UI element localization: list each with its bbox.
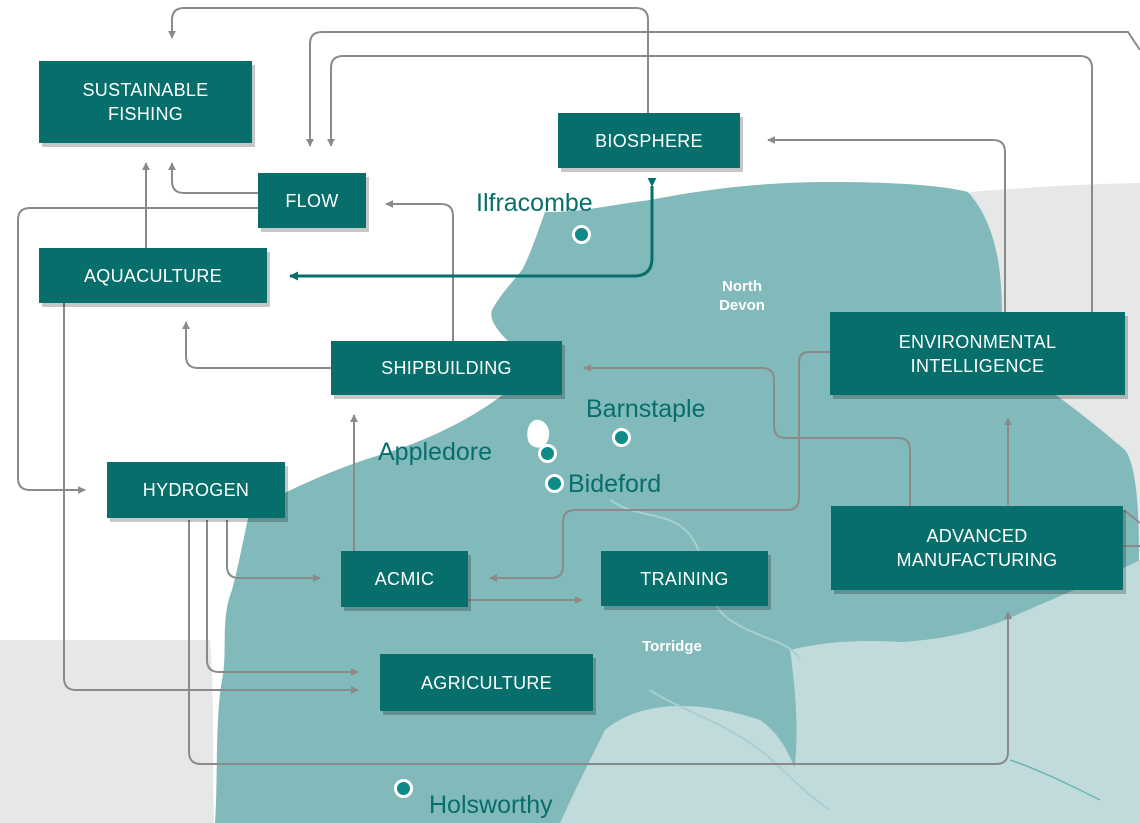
connector-flow-to-hydrogen xyxy=(17,207,258,494)
connector-flow-to-fishing xyxy=(168,162,258,194)
connector-aquaculture-to-agriculture xyxy=(63,303,359,694)
connector-shipbuilding-to-flow xyxy=(385,200,454,341)
town-label-holsworthy: Holsworthy xyxy=(429,791,553,819)
node-sustainable-fishing[interactable]: SUSTAINABLE FISHING xyxy=(39,61,252,143)
node-aquaculture[interactable]: AQUACULTURE xyxy=(39,248,267,303)
town-marker-ilfracombe xyxy=(572,225,591,244)
river-line xyxy=(649,689,831,811)
connector-advmfg-to-shipbuilding xyxy=(583,364,911,507)
connector-shipbuilding-to-aquaculture xyxy=(182,321,331,369)
node-training[interactable]: TRAINING xyxy=(601,551,768,606)
town-label-ilfracombe: Ilfracombe xyxy=(476,189,593,217)
connector-advmfg-to-flow xyxy=(331,55,1140,547)
node-agriculture[interactable]: AGRICULTURE xyxy=(380,654,593,711)
town-label-appledore: Appledore xyxy=(378,438,492,466)
town-label-barnstaple: Barnstaple xyxy=(586,395,706,423)
connector-aquaculture-biosphere-highlight xyxy=(289,177,657,281)
connector-envint-to-biosphere xyxy=(767,136,1006,312)
connector-envint-to-flow-outer xyxy=(306,31,1140,147)
region-label-torridge: Torridge xyxy=(642,638,702,655)
region-label-north-devon: North Devon xyxy=(719,278,765,314)
town-marker-appledore xyxy=(538,444,557,463)
town-marker-barnstaple xyxy=(612,428,631,447)
connector-hydrogen-to-advmfg xyxy=(188,520,1012,765)
connector-envint-to-acmic xyxy=(489,351,830,582)
node-advanced-manufacturing[interactable]: ADVANCED MANUFACTURING xyxy=(831,506,1123,590)
town-label-bideford: Bideford xyxy=(568,470,662,498)
river-line xyxy=(1009,759,1101,801)
node-shipbuilding[interactable]: SHIPBUILDING xyxy=(331,341,562,395)
lowland-area xyxy=(780,560,1140,823)
node-flow[interactable]: FLOW xyxy=(258,173,366,228)
estuary xyxy=(527,419,550,448)
town-marker-holsworthy xyxy=(394,779,413,798)
connector-hydrogen-to-agriculture xyxy=(206,520,359,676)
node-biosphere[interactable]: BIOSPHERE xyxy=(558,113,740,168)
node-hydrogen[interactable]: HYDROGEN xyxy=(107,462,285,518)
neighbouring-land-southwest xyxy=(0,640,214,823)
connector-hydrogen-to-acmic xyxy=(226,520,321,582)
node-acmic[interactable]: ACMIC xyxy=(341,551,468,607)
town-marker-bideford xyxy=(545,474,564,493)
node-environmental-intelligence[interactable]: ENVIRONMENTAL INTELLIGENCE xyxy=(830,312,1125,395)
connectors xyxy=(17,7,1140,765)
connector-biosphere-to-sustainable-fishing xyxy=(168,7,649,113)
